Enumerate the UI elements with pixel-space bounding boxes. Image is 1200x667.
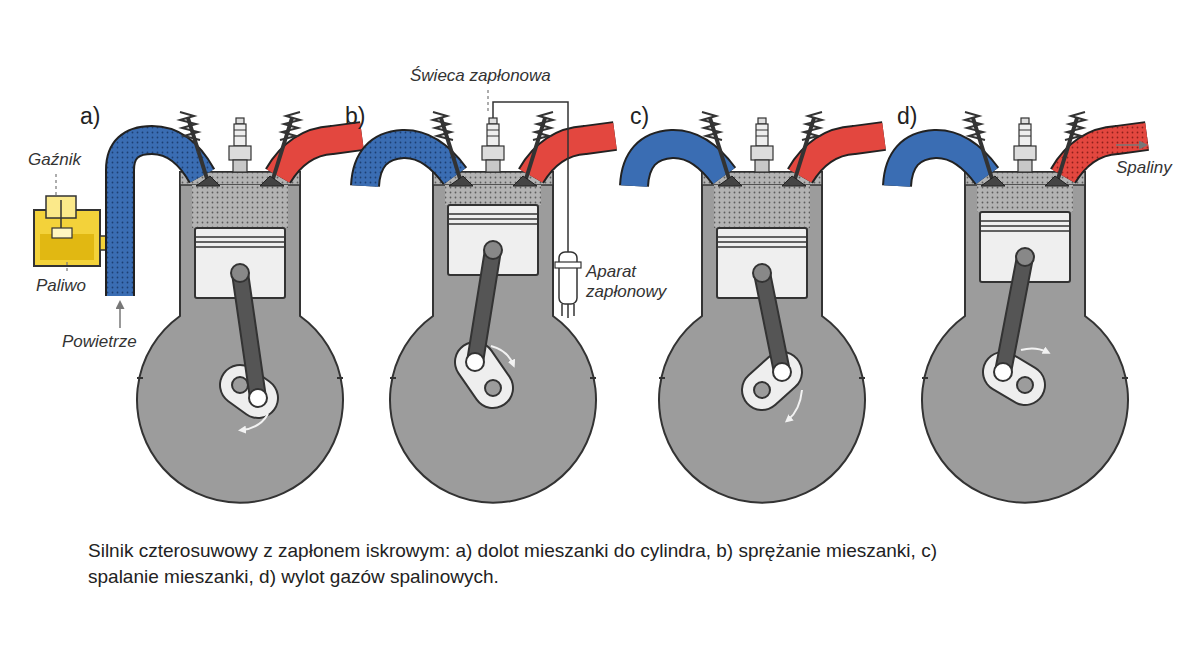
stroke-letter: c) xyxy=(630,103,649,129)
part-label: Gaźnik xyxy=(28,150,81,170)
figure-caption: Silnik czterosuwowy z zapłonem iskrowym:… xyxy=(88,538,968,590)
part-label: Paliwo xyxy=(36,276,86,296)
stroke-letter: b) xyxy=(345,103,365,129)
stroke-letter: a) xyxy=(80,103,100,129)
stroke-letter: d) xyxy=(897,103,917,129)
part-label: Świeca zapłonowa xyxy=(410,66,551,86)
part-label: Spaliny xyxy=(1116,158,1172,178)
part-label: Powietrze xyxy=(62,332,137,352)
part-label: Aparat zapłonowy xyxy=(586,262,696,301)
